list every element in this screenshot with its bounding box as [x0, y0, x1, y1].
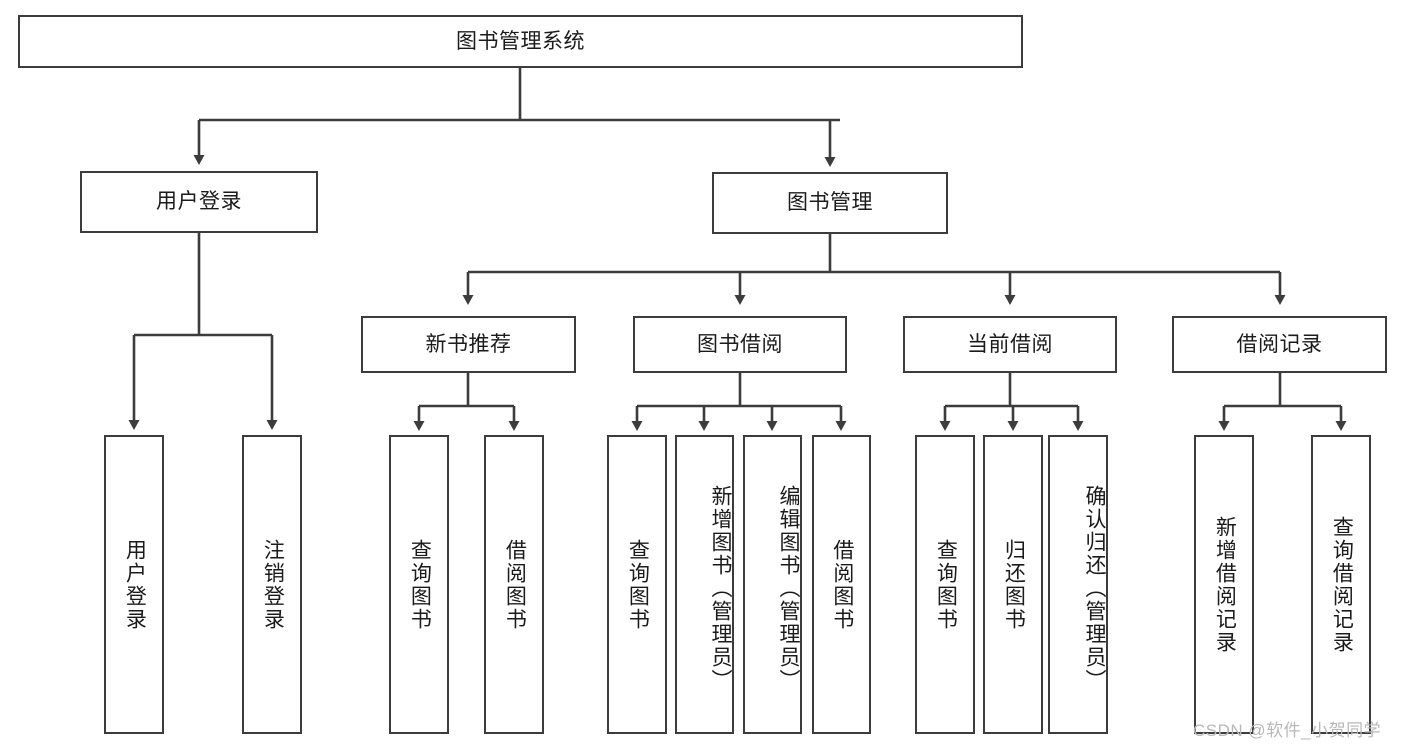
node-new-book-recommend[interactable]: 新书推荐 — [361, 316, 576, 373]
node-label: 用户登录 — [123, 538, 147, 631]
leaf-logout[interactable]: 注销登录 — [242, 435, 302, 734]
node-label: 新书推荐 — [425, 332, 512, 356]
node-label: 图书借阅 — [697, 332, 783, 356]
node-label: 查询图书 — [934, 538, 958, 631]
node-root-system[interactable]: 图书管理系统 — [18, 15, 1023, 68]
node-label: 新增借阅记录 — [1213, 515, 1237, 654]
node-label: 查询借阅记录 — [1330, 515, 1354, 654]
leaf-user-login[interactable]: 用户登录 — [104, 435, 164, 734]
node-label: 归还图书 — [1002, 538, 1026, 631]
node-label: 借阅记录 — [1236, 332, 1323, 356]
node-user-login[interactable]: 用户登录 — [80, 171, 318, 233]
node-label: 查询图书 — [408, 538, 432, 631]
node-label: 注销登录 — [261, 538, 285, 631]
leaf-return-book[interactable]: 归还图书 — [983, 435, 1043, 734]
leaf-edit-book-admin[interactable]: 编辑图书（管理员） — [743, 435, 802, 734]
node-borrow-record[interactable]: 借阅记录 — [1172, 316, 1387, 373]
node-label: 图书管理系统 — [456, 29, 585, 53]
node-label: 用户登录 — [156, 190, 242, 214]
node-label: 新增图书（管理员） — [709, 485, 732, 692]
node-label: 确认归还（管理员） — [1083, 485, 1106, 692]
leaf-query-book-current[interactable]: 查询图书 — [915, 435, 975, 734]
node-label: 当前借阅 — [967, 332, 1053, 356]
node-label: 图书管理 — [787, 191, 873, 215]
node-label: 借阅图书 — [503, 538, 527, 631]
leaf-query-book-borrow[interactable]: 查询图书 — [607, 435, 667, 734]
node-book-borrow[interactable]: 图书借阅 — [633, 316, 847, 373]
leaf-borrow-book-recommend[interactable]: 借阅图书 — [484, 435, 544, 734]
leaf-confirm-return-admin[interactable]: 确认归还（管理员） — [1048, 435, 1108, 734]
leaf-query-book-recommend[interactable]: 查询图书 — [389, 435, 449, 734]
node-label: 借阅图书 — [830, 538, 854, 631]
node-label: 查询图书 — [626, 538, 650, 631]
leaf-query-borrow-record[interactable]: 查询借阅记录 — [1311, 435, 1371, 734]
leaf-add-book-admin[interactable]: 新增图书（管理员） — [675, 435, 734, 734]
node-current-borrow[interactable]: 当前借阅 — [903, 316, 1117, 373]
leaf-borrow-book[interactable]: 借阅图书 — [812, 435, 871, 734]
node-label: 编辑图书（管理员） — [777, 485, 800, 692]
node-book-management[interactable]: 图书管理 — [712, 172, 948, 234]
leaf-add-borrow-record[interactable]: 新增借阅记录 — [1194, 435, 1254, 734]
